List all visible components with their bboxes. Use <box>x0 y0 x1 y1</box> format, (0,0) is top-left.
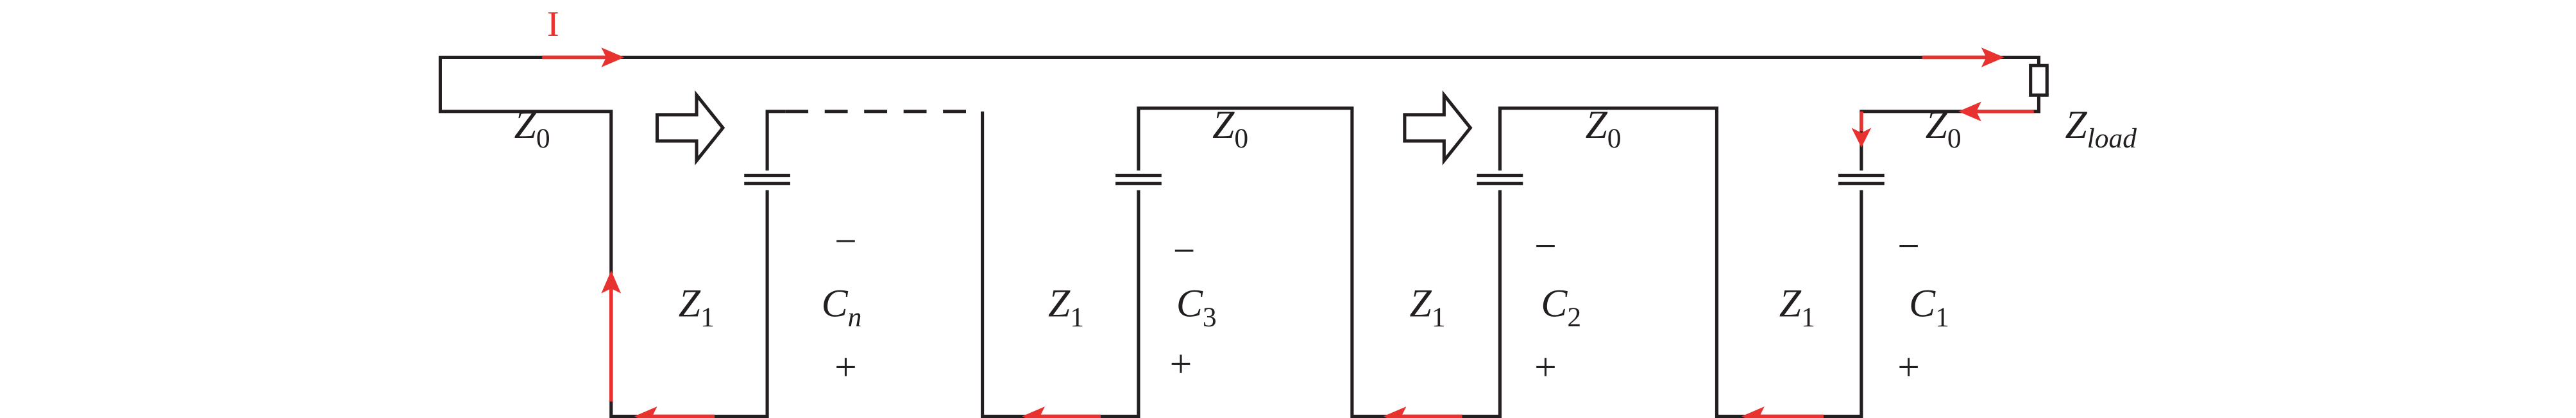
current-arrows <box>542 47 2034 418</box>
current-label: I <box>547 4 559 44</box>
z1-label: Z1 <box>1048 282 1084 333</box>
plus-sign: + <box>835 346 857 389</box>
capacitor-label-c3: C3 <box>1176 282 1217 333</box>
z1-label: Z1 <box>679 282 715 333</box>
z1-label: Z1 <box>1410 282 1446 333</box>
capacitor-label-cn: Cn <box>822 282 862 333</box>
minus-sign: − <box>835 219 857 263</box>
minus-sign: − <box>1173 230 1196 273</box>
plus-sign: + <box>1170 342 1192 386</box>
z0-label: Z0 <box>1212 103 1248 154</box>
capacitor-label-c1: C1 <box>1909 282 1949 333</box>
propagation-arrow-icon <box>655 90 725 165</box>
zload-label: Zload <box>2065 103 2137 154</box>
z0-label: Z0 <box>1926 103 1962 154</box>
plus-sign: + <box>1897 346 1920 389</box>
capacitor-c1 <box>1836 170 1886 190</box>
circuit-wire <box>438 55 2041 418</box>
minus-sign: − <box>1534 224 1557 268</box>
load-resistor <box>2029 63 2049 97</box>
z1-label: Z1 <box>1779 282 1815 333</box>
plus-sign: + <box>1534 346 1557 389</box>
propagation-arrow-icon <box>1403 90 1473 165</box>
capacitor-label-c2: C2 <box>1541 282 1581 333</box>
capacitor-c3 <box>1114 170 1164 190</box>
z0-label: Z0 <box>514 103 550 154</box>
capacitor-c2 <box>1475 170 1525 190</box>
z0-label: Z0 <box>1586 103 1622 154</box>
minus-sign: − <box>1897 224 1920 268</box>
capacitor-cn <box>742 170 792 190</box>
